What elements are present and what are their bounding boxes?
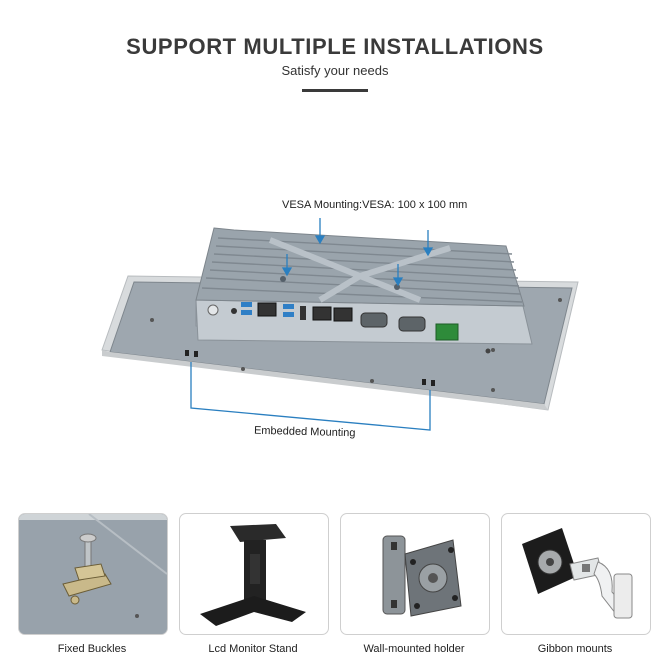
option-caption: Lcd Monitor Stand — [208, 643, 298, 655]
vesa-arrows — [281, 218, 434, 287]
gibbon-mount-image — [522, 528, 633, 619]
vesa-mounting-label: VESA Mounting:VESA: 100 x 100 mm — [282, 199, 468, 211]
mount-slot — [422, 379, 426, 385]
title-underline — [302, 89, 368, 92]
screw — [370, 379, 374, 383]
monitor-stand-image — [200, 524, 306, 626]
screw — [558, 298, 562, 302]
option-caption: Gibbon mounts — [537, 643, 613, 655]
lan-port — [312, 306, 332, 321]
mount-slot — [185, 350, 189, 356]
option-card-gibbon-mounts — [501, 513, 651, 635]
option-caption: Wall-mounted holder — [363, 643, 465, 655]
option-card-fixed-buckles — [18, 513, 168, 635]
mount-slot — [431, 380, 435, 386]
usb-port — [283, 312, 294, 317]
option-caption: Fixed Buckles — [57, 643, 127, 655]
screw — [491, 388, 495, 392]
screw — [485, 348, 491, 354]
com-port — [360, 312, 388, 328]
lan-port — [257, 302, 277, 317]
terminal-block — [435, 323, 459, 341]
frame-bottom — [102, 350, 548, 410]
screw — [150, 318, 154, 322]
vesa-hole — [280, 276, 286, 282]
option-card-wall-mounted-holder — [340, 513, 490, 635]
page-title: SUPPORT MULTIPLE INSTALLATIONS — [126, 34, 544, 59]
panel-pc-illustration — [101, 218, 579, 431]
mount-slot — [194, 351, 198, 357]
lan-port — [333, 307, 353, 322]
vesa-hole — [394, 284, 400, 290]
wall-holder-image — [382, 535, 462, 617]
fixed-buckle-image — [19, 514, 167, 634]
screw — [491, 348, 495, 352]
page-subtitle: Satisfy your needs — [281, 63, 389, 78]
usb-port — [241, 310, 252, 315]
hdmi-port — [300, 306, 306, 320]
embedded-bracket — [190, 362, 431, 431]
dc-jack — [231, 308, 237, 314]
screw — [241, 367, 245, 371]
usb-port — [283, 304, 294, 309]
heatsink-cross — [268, 237, 451, 303]
power-button — [207, 304, 219, 316]
usb-port — [241, 302, 252, 307]
option-card-lcd-monitor-stand — [179, 513, 329, 635]
com-port — [398, 316, 426, 332]
